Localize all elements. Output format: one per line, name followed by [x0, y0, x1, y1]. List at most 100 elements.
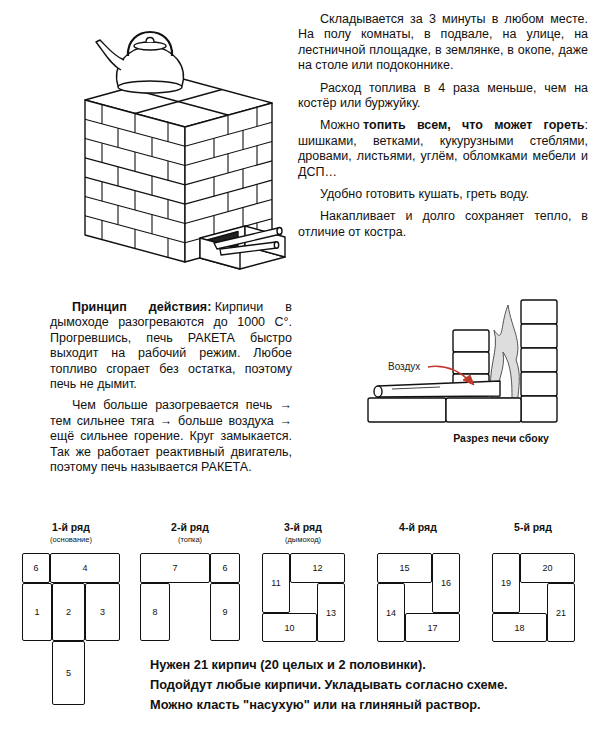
- brick-joint: [227, 115, 228, 134]
- air-label: Воздух: [388, 361, 420, 372]
- brick-number: 2: [66, 607, 71, 617]
- brick-joint: [151, 137, 152, 156]
- brick-number: 7: [172, 563, 177, 573]
- brick-joint: [151, 176, 152, 195]
- brick-joint: [242, 169, 243, 188]
- brick-box: 10: [262, 613, 317, 642]
- brick-number: 18: [514, 623, 524, 633]
- brick-joint: [117, 167, 118, 186]
- brick-box: 15: [377, 553, 432, 583]
- brick-number: 3: [100, 607, 105, 617]
- paragraph: Накапливает и долго сохраняет тепло, в о…: [298, 209, 588, 240]
- brick-box: 5: [52, 641, 85, 705]
- brick-joint: [101, 220, 102, 239]
- row-title: 5-й ряд: [483, 521, 583, 533]
- brick-joint: [213, 215, 214, 234]
- brick-joint: [256, 146, 257, 165]
- brick-joint: [134, 152, 135, 171]
- brick-joint: [227, 192, 228, 211]
- brick-box: 13: [317, 583, 345, 642]
- text-column: Складывается за 3 минуты в любом месте. …: [298, 12, 588, 247]
- brick-box: 20: [520, 553, 575, 583]
- brick-joint: [101, 105, 102, 124]
- body-text: топить всем, что может гореть: [363, 118, 584, 132]
- brick-box: 12: [290, 553, 345, 583]
- brick-number: 19: [501, 578, 511, 588]
- note-line: Нужен 21 кирпич (20 целых и 2 половинки)…: [150, 657, 590, 672]
- paragraph: Удобно готовить кушать, греть воду.: [298, 187, 588, 202]
- brick-box: 3: [85, 583, 120, 641]
- body-text: Удобно готовить кушать, греть воду.: [320, 187, 529, 201]
- brick-number: 5: [66, 668, 71, 678]
- brick-number: 1: [34, 607, 39, 617]
- paragraph: Расход топлива в 4 раза меньше, чем на к…: [298, 81, 588, 112]
- brick-box: 7: [140, 553, 210, 583]
- brick-joint: [134, 114, 135, 133]
- brick-box: 18: [492, 613, 547, 642]
- kettle: [96, 32, 183, 93]
- body-text: Чем больше разогревается печь → тем силь…: [50, 398, 292, 474]
- brick-box: 11: [262, 553, 290, 613]
- body-text: Расход топлива в 4 раза меньше, чем на к…: [298, 81, 588, 110]
- body-text: Принцип действия:: [72, 300, 211, 314]
- brick-box: 14: [377, 583, 405, 642]
- brick-joint: [242, 130, 243, 149]
- row-subtitle: (дымоход): [253, 535, 353, 544]
- brick-number: 4: [82, 563, 87, 573]
- brick-box: 17: [405, 613, 460, 642]
- note-line: Можно класть "насухую" или на глиняный р…: [150, 697, 590, 712]
- brick-box: 6: [22, 553, 50, 583]
- section-caption: Разрез печи сбоку: [436, 432, 566, 444]
- brick-joint: [256, 107, 257, 126]
- stove-drawing: [85, 32, 285, 269]
- paragraph: Чем больше разогревается печь → тем силь…: [50, 398, 292, 475]
- section-drawing: [368, 300, 557, 422]
- paragraph: Принцип действия:Кирпичи в дымоходе разо…: [50, 300, 292, 392]
- body-text: Накапливает и долго сохраняет тепло, в о…: [298, 209, 588, 238]
- brick-number: 11: [271, 578, 280, 588]
- paragraph: Можнотопить всем, что может гореть: шишк…: [298, 118, 588, 180]
- row-title: 1-й ряд: [21, 521, 121, 533]
- brick-joint: [256, 184, 257, 203]
- brick-joint: [167, 238, 168, 257]
- brick-number: 20: [542, 563, 552, 573]
- row-title: 2-й ряд: [140, 521, 240, 533]
- brick-joint: [213, 177, 214, 196]
- brick-number: 15: [399, 563, 409, 573]
- brick-box: 4: [50, 553, 120, 583]
- brick-joint: [242, 207, 243, 226]
- brick-box: 8: [140, 583, 170, 641]
- brick-joint: [167, 122, 168, 141]
- row-title: 4-й ряд: [368, 521, 468, 533]
- brick-joint: [227, 154, 228, 173]
- brick-joint: [117, 128, 118, 147]
- brick-number: 14: [386, 608, 396, 618]
- brick-box: 9: [210, 583, 240, 641]
- brick-box: 16: [432, 553, 460, 613]
- brick-box: 6: [210, 553, 240, 583]
- brick-number: 21: [556, 608, 566, 618]
- brick-number: 9: [222, 607, 227, 617]
- brick-number: 12: [312, 563, 322, 573]
- brick-number: 16: [441, 578, 451, 588]
- brick-joint: [134, 229, 135, 248]
- row-subtitle: (топка): [140, 535, 240, 544]
- body-text: Можно: [320, 118, 360, 132]
- brick-number: 8: [152, 607, 157, 617]
- brick-joint: [134, 191, 135, 210]
- brick-box: 19: [492, 553, 520, 613]
- brick-joint: [101, 143, 102, 162]
- row-title: 3-й ряд: [253, 521, 353, 533]
- paragraph: Складывается за 3 минуты в любом месте. …: [298, 12, 588, 74]
- brick-joint: [151, 215, 152, 234]
- brick-joint: [117, 205, 118, 224]
- brick-number: 17: [427, 623, 437, 633]
- brick-number: 10: [284, 623, 294, 633]
- body-text: Складывается за 3 минуты в любом месте. …: [298, 12, 588, 72]
- brick-joint: [167, 200, 168, 219]
- row-subtitle: (основание): [21, 535, 121, 544]
- brick-number: 13: [326, 608, 336, 618]
- brick-number: 6: [222, 563, 227, 573]
- brick-number: 6: [33, 563, 38, 573]
